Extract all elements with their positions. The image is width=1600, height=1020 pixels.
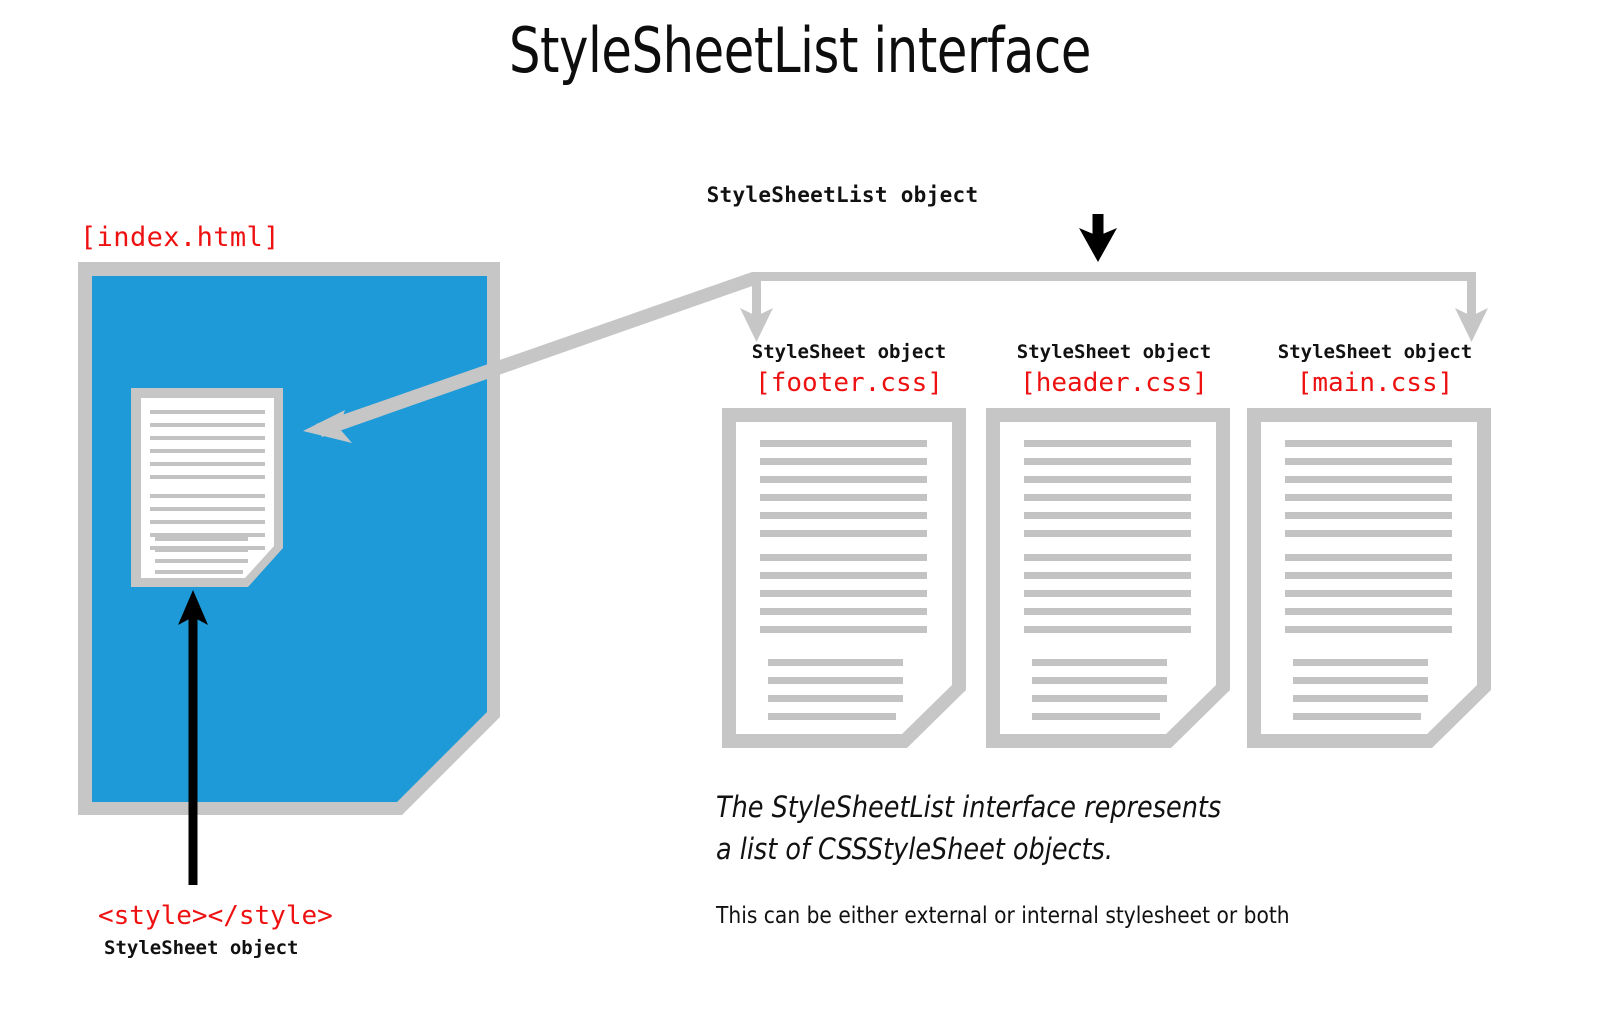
stylesheet-caption-header: StyleSheet object [header.css]: [988, 341, 1240, 398]
stylesheet-file-label: [main.css]: [1296, 368, 1454, 398]
description-italic-line-1: The StyleSheetList interface represents: [716, 790, 1222, 824]
stylesheet-file-label: [footer.css]: [755, 368, 943, 398]
pointer-shaft: [316, 272, 758, 437]
internal-stylesheet-doc: [131, 388, 283, 587]
stylesheet-doc-lines: [1285, 440, 1452, 720]
stylesheet-file-label: [header.css]: [1020, 368, 1208, 398]
pointer-head: [303, 410, 352, 443]
description-note: This can be either external or internal …: [716, 903, 1290, 929]
stylesheet-caption-footer: StyleSheet object [footer.css]: [723, 341, 975, 398]
arrow-up-icon: [178, 590, 208, 885]
internal-stylesheet-doc-lines-short: [155, 537, 248, 574]
stylesheet-doc-lines: [760, 440, 927, 720]
stylesheet-caption-main: StyleSheet object [main.css]: [1249, 341, 1501, 398]
page-title: StyleSheetList interface: [508, 14, 1092, 87]
branch-bracket-icon: [740, 272, 1488, 342]
stylesheet-doc-main: [1247, 408, 1491, 748]
style-tag-label: <style></style>: [98, 901, 333, 931]
stylesheetlist-object-text: StyleSheetList object: [706, 183, 979, 207]
stylesheet-object-label: StyleSheet object: [1277, 341, 1473, 363]
description-italic-line-2: a list of CSSStyleSheet objects.: [716, 832, 1113, 866]
arrow-left-icon: [303, 272, 758, 443]
stylesheet-object-label: StyleSheet object: [751, 341, 947, 363]
description-italic: The StyleSheetList interface represents …: [716, 786, 1262, 870]
index-html-file-label: [index.html]: [80, 222, 280, 253]
stylesheet-doc-header: [986, 408, 1230, 748]
stylesheetlist-object-label: StyleSheetList object: [0, 183, 1600, 208]
stylesheet-doc-footer: [722, 408, 966, 748]
stylesheet-doc-lines: [1024, 440, 1191, 720]
arrow-down-icon: [1079, 214, 1117, 262]
style-tag-object-label: StyleSheet object: [104, 937, 299, 959]
stylesheet-object-label: StyleSheet object: [1016, 341, 1212, 363]
